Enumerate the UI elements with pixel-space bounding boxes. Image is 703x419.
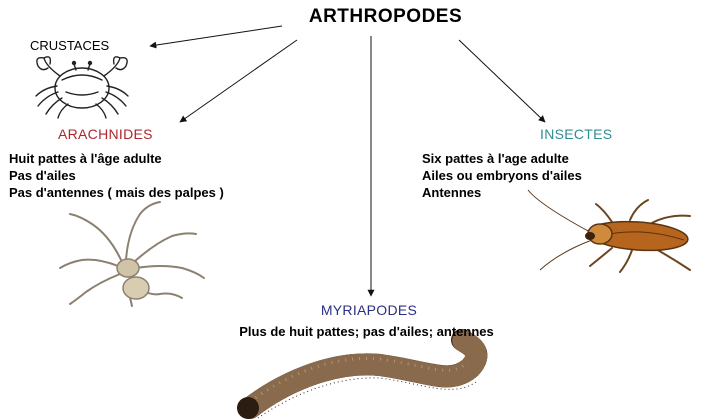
arrow-to-arachnides	[180, 40, 297, 122]
cockroach-icon	[528, 190, 690, 272]
fact-line: Pas d'ailes	[9, 167, 224, 184]
arrow-to-crustaces	[150, 26, 282, 46]
group-label-insectes: INSECTES	[540, 126, 612, 142]
fact-line: Huit pattes à l'âge adulte	[9, 150, 224, 167]
fact-line: Plus de huit pattes; pas d'ailes; antenn…	[30, 323, 703, 340]
arrow-to-insectes	[459, 40, 545, 122]
arachnides-facts: Huit pattes à l'âge adulte Pas d'ailes P…	[9, 150, 224, 201]
fact-line: Six pattes à l'age adulte	[422, 150, 582, 167]
group-label-myriapodes: MYRIAPODES	[0, 302, 703, 318]
fact-line: Ailes ou embryons d'ailes	[422, 167, 582, 184]
millipede-icon	[237, 340, 476, 419]
spider-icon	[60, 202, 204, 306]
fact-line: Antennes	[422, 184, 582, 201]
group-label-crustaces: CRUSTACES	[30, 38, 109, 53]
fact-line: Pas d'antennes ( mais des palpes )	[9, 184, 224, 201]
group-label-arachnides: ARACHNIDES	[58, 126, 153, 142]
crab-icon	[36, 57, 128, 118]
diagram-title: ARTHROPODES	[0, 6, 703, 28]
insectes-facts: Six pattes à l'age adulte Ailes ou embry…	[422, 150, 582, 201]
myriapodes-facts: Plus de huit pattes; pas d'ailes; antenn…	[0, 323, 703, 340]
